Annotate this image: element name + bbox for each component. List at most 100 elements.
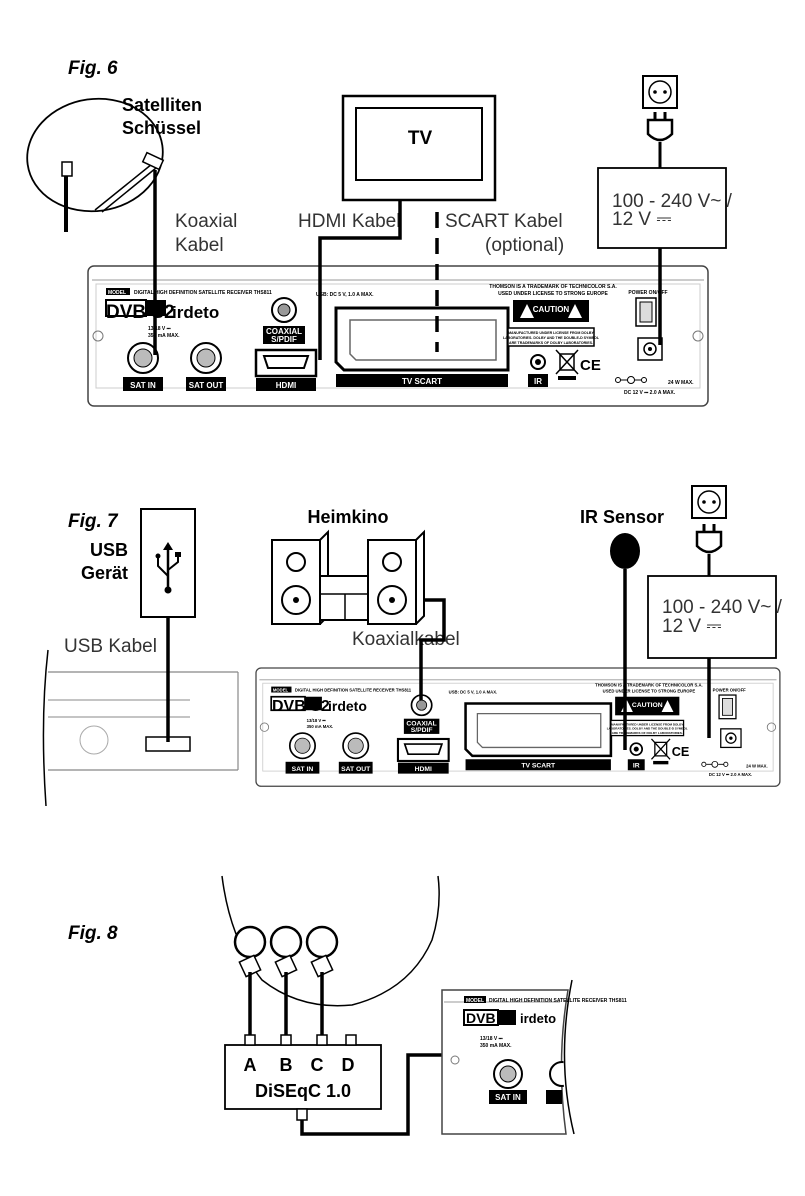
svg-text:USB: DC 5 V, 1.0 A MAX.: USB: DC 5 V, 1.0 A MAX. bbox=[449, 689, 498, 694]
satellite-dish-icon bbox=[26, 97, 165, 232]
psu-label-line2: 12 V ⎓ bbox=[612, 209, 672, 230]
dvb-s2-logo-fig8: DVB S2 bbox=[466, 1010, 517, 1026]
power-plug-icon bbox=[646, 112, 674, 168]
svg-text:13/18 V ⎓: 13/18 V ⎓ bbox=[480, 1036, 503, 1042]
svg-text:ARE TRADEMARKS OF DOLBY LABORA: ARE TRADEMARKS OF DOLBY LABORATORIES. bbox=[612, 731, 683, 735]
svg-text:13/18 V ⎓: 13/18 V ⎓ bbox=[148, 326, 171, 332]
svg-text:SAT IN: SAT IN bbox=[292, 766, 314, 773]
svg-text:COAXIAL: COAXIAL bbox=[406, 720, 436, 727]
svg-text:24 W MAX.: 24 W MAX. bbox=[668, 380, 694, 386]
svg-text:DC 12 V ⎓ 2.0 A MAX.: DC 12 V ⎓ 2.0 A MAX. bbox=[709, 772, 752, 777]
svg-text:DIGITAL HIGH DEFINITION SATELL: DIGITAL HIGH DEFINITION SATELLITE RECEIV… bbox=[489, 998, 627, 1004]
tv-scart-port-label: TV SCART bbox=[402, 377, 442, 386]
home-cinema-icon bbox=[271, 529, 425, 625]
svg-text:S/PDIF: S/PDIF bbox=[271, 335, 297, 344]
wall-socket-icon-fig7 bbox=[691, 485, 727, 519]
diseqc-switch bbox=[224, 1034, 382, 1121]
cables-fig7 bbox=[166, 569, 711, 750]
diseqc-port-a: A bbox=[244, 1055, 257, 1075]
hdmi-cable-label: HDMI Kabel bbox=[298, 211, 400, 232]
power-supply-box-fig7 bbox=[647, 575, 777, 659]
dish-label-line1: Satelliten bbox=[122, 95, 202, 115]
svg-text:USED UNDER LICENSE TO STRONG E: USED UNDER LICENSE TO STRONG EUROPE bbox=[498, 291, 608, 297]
dvb-s2-logo-fig7: DVB S2 bbox=[272, 698, 330, 715]
svg-text:MODEL: MODEL bbox=[273, 688, 289, 693]
svg-text:350 mA MAX.: 350 mA MAX. bbox=[307, 724, 334, 729]
svg-text:350 mA MAX.: 350 mA MAX. bbox=[480, 1043, 512, 1049]
coax-cable-label-line1: Koaxial bbox=[175, 211, 237, 232]
irdeto-logo: irdeto bbox=[172, 303, 219, 322]
svg-text:CAUTION: CAUTION bbox=[632, 702, 663, 709]
receiver-rear-panel-fig6: MODEL DIGITAL HIGH DEFINITION SATELLITE … bbox=[86, 264, 710, 408]
ce-mark: CE bbox=[580, 357, 601, 374]
usb-device-icon bbox=[140, 508, 196, 618]
receiver-rear-panel-fig7: MODEL DIGITAL HIGH DEFINITION SATELLITE … bbox=[254, 666, 782, 788]
svg-text:COAXIAL: COAXIAL bbox=[266, 327, 302, 336]
svg-text:13/18 V ⎓: 13/18 V ⎓ bbox=[307, 718, 327, 723]
tv-label: TV bbox=[408, 128, 433, 149]
svg-text:ARE TRADEMARKS OF DOLBY LABORA: ARE TRADEMARKS OF DOLBY LABORATORIES. bbox=[509, 341, 593, 345]
svg-text:DIGITAL HIGH DEFINITION SATELL: DIGITAL HIGH DEFINITION SATELLITE RECEIV… bbox=[295, 688, 412, 693]
dvb-s2-logo: DVB S2 bbox=[106, 302, 175, 323]
receiver-partial-fig8 bbox=[441, 979, 580, 1135]
lnb-icons bbox=[233, 925, 339, 978]
coax-cable-label-line2: Kabel bbox=[175, 235, 224, 256]
caution-label: CAUTION bbox=[533, 305, 570, 314]
usb-device-label-line2: Gerät bbox=[81, 563, 128, 583]
psu-label-line1: 100 - 240 V~ / bbox=[612, 191, 733, 212]
svg-text:USB: DC 5 V, 1.0 A MAX.: USB: DC 5 V, 1.0 A MAX. bbox=[316, 292, 374, 298]
svg-text:LABORATORIES. DOLBY AND THE DO: LABORATORIES. DOLBY AND THE DOUBLE-D SYM… bbox=[503, 336, 600, 340]
svg-text:S/PDIF: S/PDIF bbox=[411, 727, 433, 734]
fig7-title: Fig. 7 bbox=[68, 511, 119, 532]
svg-text:USED UNDER LICENSE TO STRONG E: USED UNDER LICENSE TO STRONG EUROPE bbox=[603, 689, 696, 694]
fig6-title: Fig. 6 bbox=[68, 58, 118, 79]
svg-text:24 W MAX.: 24 W MAX. bbox=[746, 764, 768, 769]
wall-socket-icon bbox=[642, 75, 678, 109]
psu-label-fig7-line2: 12 V ⎓ bbox=[662, 616, 722, 637]
hdmi-port-label: HDMI bbox=[276, 381, 296, 390]
svg-text:MANUFACTURED UNDER LICENSE FRO: MANUFACTURED UNDER LICENSE FROM DOLBY bbox=[611, 722, 683, 726]
home-cinema-label: Heimkino bbox=[307, 507, 388, 527]
ir-sensor-icon bbox=[610, 533, 640, 569]
sat-out-label: SAT OUT bbox=[189, 381, 224, 390]
fig8-title: Fig. 8 bbox=[68, 923, 118, 944]
usb-cable-label: USB Kabel bbox=[64, 636, 157, 657]
scart-cable-label-line2: (optional) bbox=[485, 235, 564, 256]
diseqc-port-c: C bbox=[311, 1055, 324, 1075]
svg-text:MODEL: MODEL bbox=[108, 290, 126, 296]
svg-text:350 mA MAX.: 350 mA MAX. bbox=[148, 333, 180, 339]
figure-7: Fig. 7 USB Gerät USB Kabel Heimkin bbox=[42, 485, 783, 807]
svg-text:MODEL: MODEL bbox=[466, 998, 484, 1004]
svg-text:SAT OUT: SAT OUT bbox=[341, 766, 371, 773]
svg-text:THOMSON IS A TRADEMARK OF TECH: THOMSON IS A TRADEMARK OF TECHNICOLOR S.… bbox=[595, 683, 703, 688]
svg-text:CE: CE bbox=[672, 745, 690, 759]
svg-text:POWER ON/OFF: POWER ON/OFF bbox=[628, 290, 667, 296]
tv-icon bbox=[341, 94, 497, 202]
figure-6: Fig. 6 Satelliten Schüssel TV bbox=[26, 58, 733, 408]
scart-cable-label-line1: SCART Kabel bbox=[445, 211, 563, 232]
svg-text:THOMSON IS A TRADEMARK OF TECH: THOMSON IS A TRADEMARK OF TECHNICOLOR S.… bbox=[489, 284, 617, 290]
diseqc-port-b: B bbox=[280, 1055, 293, 1075]
irdeto-logo-fig7: irdeto bbox=[328, 698, 367, 714]
coax-cable-label-fig7: Koaxialkabel bbox=[352, 629, 460, 650]
usb-device-label-line1: USB bbox=[90, 540, 128, 560]
svg-text:DIGITAL HIGH DEFINITION SATELL: DIGITAL HIGH DEFINITION SATELLITE RECEIV… bbox=[134, 290, 272, 296]
svg-text:MANUFACTURED UNDER LICENSE FRO: MANUFACTURED UNDER LICENSE FROM DOLBY bbox=[508, 331, 594, 335]
diseqc-label: DiSEqC 1.0 bbox=[255, 1081, 351, 1101]
irdeto-logo-fig8: irdeto bbox=[520, 1011, 556, 1026]
ir-port-label: IR bbox=[534, 377, 542, 386]
diseqc-port-d: D bbox=[342, 1055, 355, 1075]
svg-text:TV SCART: TV SCART bbox=[521, 763, 556, 770]
figure-8: Fig. 8 A bbox=[68, 875, 627, 1136]
svg-text:IR: IR bbox=[633, 763, 640, 770]
sat-in-label: SAT IN bbox=[130, 381, 156, 390]
power-supply-box bbox=[597, 167, 727, 249]
power-plug-icon-fig7 bbox=[695, 524, 723, 576]
svg-text:DC 12 V ⎓ 2.0 A MAX.: DC 12 V ⎓ 2.0 A MAX. bbox=[624, 390, 676, 396]
dish-label-line2: Schüssel bbox=[122, 118, 201, 138]
psu-label-fig7-line1: 100 - 240 V~ / bbox=[662, 597, 783, 618]
svg-text:POWER ON/OFF: POWER ON/OFF bbox=[713, 688, 746, 693]
sat-in-label-fig8: SAT IN bbox=[495, 1093, 521, 1102]
